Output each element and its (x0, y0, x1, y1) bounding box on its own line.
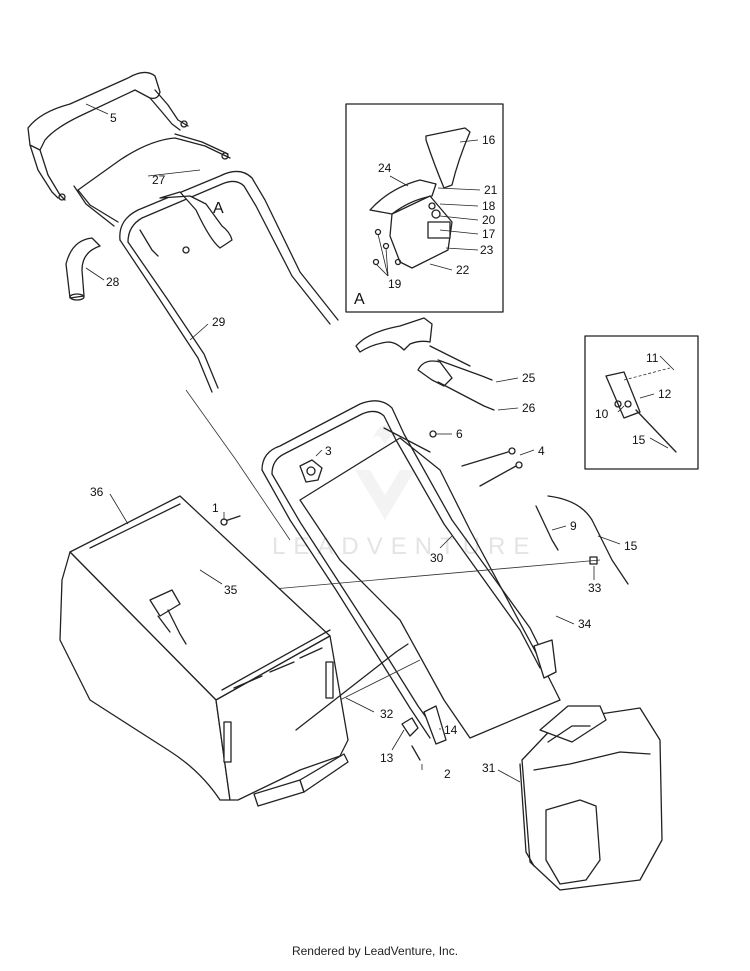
inset-letter-a: A (354, 291, 365, 308)
callout-22: 22 (456, 263, 470, 277)
callout-25: 25 (522, 371, 536, 385)
callout-32: 32 (380, 707, 394, 721)
callout-2: 2 (444, 767, 451, 781)
part-31-rear-bag-cover (519, 705, 663, 891)
callout-23: 23 (480, 243, 494, 257)
callout-1: 1 (212, 501, 219, 515)
inset-box-cable (584, 335, 699, 470)
part-36-grass-bag (59, 495, 349, 807)
callout-21: 21 (484, 183, 498, 197)
callout-26: 26 (522, 401, 536, 415)
part-29-upper-handle (119, 170, 339, 393)
callout-29: 29 (212, 315, 226, 329)
part-13-knob (401, 717, 419, 737)
callout-17: 17 (482, 227, 496, 241)
part-30-lower-handle (261, 400, 561, 739)
inset-letter-main: A (213, 200, 224, 217)
callout-9: 9 (570, 519, 577, 533)
part-2-bolt (411, 745, 421, 761)
callout-24: 24 (378, 161, 392, 175)
part-27-control-bar (73, 133, 231, 227)
part-4-bolts (461, 447, 523, 487)
watermark-text: LEADVENTURE (272, 533, 537, 560)
callout-16: 16 (482, 133, 496, 147)
callout-15a: 15 (632, 433, 646, 447)
callout-33: 33 (588, 581, 602, 595)
callout-13: 13 (380, 751, 394, 765)
part-9-cable (535, 505, 559, 551)
callout-27: 27 (152, 173, 166, 187)
part-6-washer (429, 430, 437, 438)
callout-36: 36 (90, 485, 104, 499)
callout-30: 30 (430, 551, 444, 565)
callout-14: 14 (444, 723, 458, 737)
part-35-latch (149, 589, 187, 645)
part-14-bracket (423, 705, 447, 745)
callout-28: 28 (106, 275, 120, 289)
callout-12: 12 (658, 387, 672, 401)
callout-15b: 15 (624, 539, 638, 553)
part-5-upper-grip (27, 71, 189, 201)
callout-34: 34 (578, 617, 592, 631)
inset-box-a (345, 103, 504, 313)
callout-10: 10 (595, 407, 609, 421)
part-15-cable (547, 495, 629, 585)
footer-credit: Rendered by LeadVenture, Inc. (291, 944, 459, 958)
part-bail-assembly (355, 317, 495, 411)
callout-3: 3 (325, 444, 332, 458)
part-28-foam-grip (65, 237, 101, 301)
callout-5: 5 (110, 111, 117, 125)
callout-6: 6 (456, 427, 463, 441)
callout-4: 4 (538, 444, 545, 458)
callout-19: 19 (388, 277, 402, 291)
callout-35: 35 (224, 583, 238, 597)
callout-18: 18 (482, 199, 496, 213)
part-32-rod (295, 651, 397, 731)
callout-labels: 1 2 3 4 5 6 9 10 11 12 13 14 15 15 16 17… (90, 111, 672, 781)
part-3-handle-knob (299, 459, 323, 483)
callout-20: 20 (482, 213, 496, 227)
callout-11: 11 (646, 351, 659, 365)
leader-lines (85, 103, 675, 783)
callout-31: 31 (482, 761, 496, 775)
